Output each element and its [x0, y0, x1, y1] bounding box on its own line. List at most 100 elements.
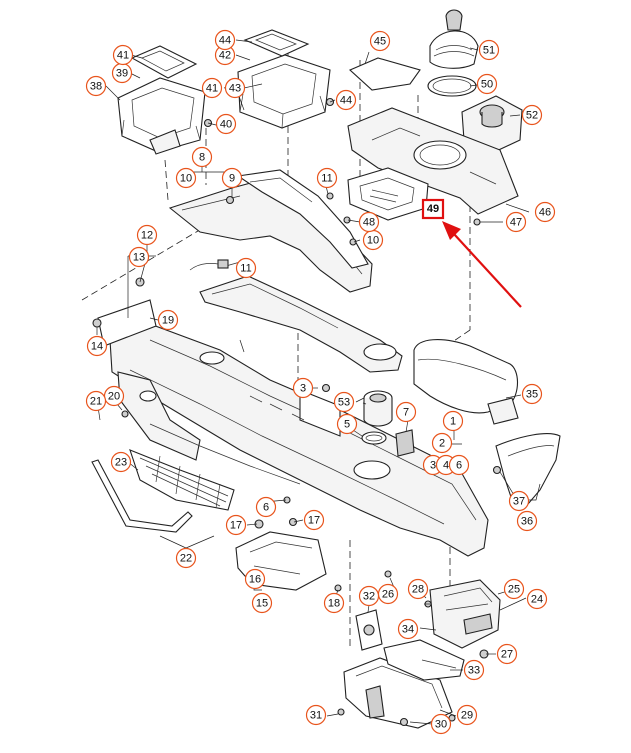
- callout-number: 23: [115, 457, 127, 469]
- callout-32[interactable]: 32: [358, 585, 380, 607]
- callout-circle: [110, 451, 132, 473]
- callout-27[interactable]: 27: [496, 643, 518, 665]
- callout-circle: [215, 113, 237, 135]
- callout-51[interactable]: 51: [478, 39, 500, 61]
- callout-28[interactable]: 28: [407, 578, 429, 600]
- callout-number: 30: [435, 719, 447, 731]
- highlighted-callout-49[interactable]: 49: [421, 198, 445, 220]
- callout-48[interactable]: 48: [358, 211, 380, 233]
- callout-number: 21: [90, 396, 102, 408]
- callout-26[interactable]: 26: [377, 583, 399, 605]
- callout-circle: [503, 578, 525, 600]
- callout-1[interactable]: 1: [442, 410, 464, 432]
- callout-44[interactable]: 44: [214, 29, 236, 51]
- callout-24[interactable]: 24: [526, 588, 548, 610]
- callout-8[interactable]: 8: [191, 146, 213, 168]
- callout-6[interactable]: 6: [448, 454, 470, 476]
- callout-47[interactable]: 47: [505, 211, 527, 233]
- callout-11[interactable]: 11: [316, 167, 338, 189]
- callout-number: 42: [219, 50, 231, 62]
- callout-number: 47: [510, 217, 522, 229]
- callout-7[interactable]: 7: [395, 401, 417, 423]
- callout-41[interactable]: 41: [201, 77, 223, 99]
- callout-44[interactable]: 44: [335, 89, 357, 111]
- callout-12[interactable]: 12: [136, 224, 158, 246]
- callout-circle: [303, 509, 325, 531]
- callout-14[interactable]: 14: [86, 335, 108, 357]
- callout-circle: [85, 75, 107, 97]
- callout-circle: [369, 30, 391, 52]
- bin-mat-42: [130, 45, 198, 79]
- callout-circle: [333, 391, 355, 413]
- socket-5: [395, 429, 415, 457]
- callout-number: 37: [513, 496, 525, 508]
- callout-31[interactable]: 31: [305, 704, 327, 726]
- callout-number: 40: [220, 119, 232, 131]
- callout-circle: [456, 704, 478, 726]
- callout-40[interactable]: 40: [215, 113, 237, 135]
- callout-5[interactable]: 5: [336, 413, 358, 435]
- callout-43[interactable]: 43: [224, 77, 246, 99]
- trim-strip-lower: [149, 423, 301, 485]
- callout-46[interactable]: 46: [534, 201, 556, 223]
- retaining-rod-24: [91, 459, 193, 533]
- callout-21[interactable]: 21: [85, 390, 107, 412]
- side-panel-left: [97, 299, 157, 347]
- callout-number: 16: [249, 574, 261, 586]
- callout-13[interactable]: 13: [128, 246, 150, 268]
- callout-6[interactable]: 6: [255, 496, 277, 518]
- callout-circle: [431, 432, 453, 454]
- callout-number: 43: [229, 83, 241, 95]
- armrest-37: [413, 339, 519, 425]
- callout-45[interactable]: 45: [369, 30, 391, 52]
- callout-33[interactable]: 33: [463, 659, 485, 681]
- callout-41[interactable]: 41: [112, 44, 134, 66]
- callout-circle: [214, 29, 236, 51]
- callout-circle: [85, 390, 107, 412]
- storage-net-23: [129, 449, 235, 511]
- callout-17[interactable]: 17: [225, 514, 247, 536]
- callout-circle: [335, 89, 357, 111]
- callout-2[interactable]: 2: [431, 432, 453, 454]
- callout-10[interactable]: 10: [175, 167, 197, 189]
- callout-circle: [86, 335, 108, 357]
- callout-35[interactable]: 35: [521, 383, 543, 405]
- callout-number: 25: [508, 584, 520, 596]
- callout-3[interactable]: 3: [292, 377, 314, 399]
- callout-circle: [430, 713, 452, 735]
- callout-circle: [526, 588, 548, 610]
- callout-circle: [157, 309, 179, 331]
- callout-17[interactable]: 17: [303, 509, 325, 531]
- callout-number: 12: [141, 230, 153, 242]
- cup-holder-55: [363, 390, 393, 427]
- callout-circle: [496, 643, 518, 665]
- callout-number: 19: [162, 315, 174, 327]
- callout-18[interactable]: 18: [323, 592, 345, 614]
- callout-number: 10: [367, 235, 379, 247]
- callout-25[interactable]: 25: [503, 578, 525, 600]
- callout-23[interactable]: 23: [110, 451, 132, 473]
- callout-39[interactable]: 39: [111, 62, 133, 84]
- callout-30[interactable]: 30: [430, 713, 452, 735]
- callout-15[interactable]: 15: [251, 592, 273, 614]
- callout-9[interactable]: 9: [221, 167, 243, 189]
- callout-number: 28: [412, 584, 424, 596]
- callout-11[interactable]: 11: [235, 257, 257, 279]
- callout-19[interactable]: 19: [157, 309, 179, 331]
- callout-38[interactable]: 38: [85, 75, 107, 97]
- callout-29[interactable]: 29: [456, 704, 478, 726]
- callout-37[interactable]: 37: [508, 490, 530, 512]
- callout-number: 44: [340, 95, 352, 107]
- callout-34[interactable]: 34: [397, 618, 419, 640]
- callout-50[interactable]: 50: [476, 73, 498, 95]
- callout-36[interactable]: 36: [516, 510, 538, 532]
- callout-53[interactable]: 53: [333, 391, 355, 413]
- callout-22[interactable]: 22: [175, 547, 197, 569]
- callout-10[interactable]: 10: [362, 229, 384, 251]
- callout-number: 9: [229, 173, 235, 185]
- callout-16[interactable]: 16: [244, 568, 266, 590]
- fasteners: [92, 97, 502, 727]
- callout-circle: [235, 257, 257, 279]
- callout-20[interactable]: 20: [103, 385, 125, 407]
- callout-52[interactable]: 52: [521, 104, 543, 126]
